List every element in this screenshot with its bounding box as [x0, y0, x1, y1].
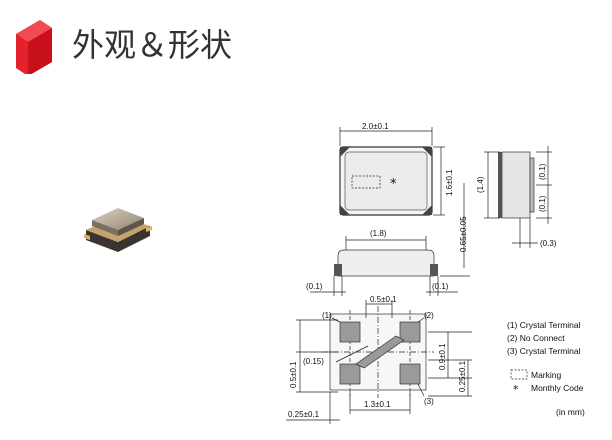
side-foot-dim: (0.3)	[540, 239, 557, 248]
legend-item-2: (2) No Connect	[507, 333, 565, 343]
side-top-dim: (0.1)	[538, 163, 547, 180]
bottom-left-vert-dim: 0.5±0.1	[289, 361, 298, 388]
pin-3-label: (3)	[424, 397, 434, 406]
side-view	[484, 146, 552, 248]
bottom-right-vert-dim-a: 0.9±0.1	[438, 343, 447, 370]
units-note: (in mm)	[556, 407, 585, 417]
pin-2-label: (2)	[424, 311, 434, 320]
front-top-dim: (1.8)	[370, 229, 387, 238]
marking-box	[351, 175, 381, 189]
pin-1-label: (1)	[322, 311, 332, 320]
bottom-right-vert-dim-b: 0.25±0.1	[458, 360, 467, 392]
bottom-left-dim: 0.25±0.1	[288, 410, 320, 419]
front-right-dim: (0.1)	[432, 282, 449, 291]
monthly-code-star: *	[390, 177, 397, 192]
legend-item-1: (1) Crystal Terminal	[507, 320, 581, 330]
front-left-dim: (0.1)	[306, 282, 323, 291]
legend-star: *	[513, 383, 519, 396]
legend-marking-box	[510, 369, 528, 380]
page-title: 外观＆形状	[72, 26, 233, 64]
side-bottom-dim: (0.1)	[538, 195, 547, 212]
legend-marking-label: Marking	[531, 370, 562, 380]
side-height-dim: (1.4)	[476, 176, 485, 193]
bottom-view	[286, 300, 472, 424]
bottom-pitch-dim: 1.3±0.1	[364, 400, 391, 409]
front-view	[310, 236, 470, 296]
top-view	[339, 127, 465, 268]
bottom-pitch-top-dim: 0.5±0.1	[370, 295, 397, 304]
top-width-dim: 2.0±0.1	[362, 122, 389, 131]
legend-monthly-label: Monthly Code	[531, 383, 584, 393]
top-height-dim: 1.6±0.1	[445, 169, 454, 196]
red-cube-icon	[16, 20, 52, 74]
notch-dim: (0.15)	[303, 357, 324, 366]
crystal-component-photo	[84, 208, 152, 252]
legend-item-3: (3) Crystal Terminal	[507, 346, 581, 356]
front-height-dim: 0.65±0.05	[459, 216, 468, 252]
